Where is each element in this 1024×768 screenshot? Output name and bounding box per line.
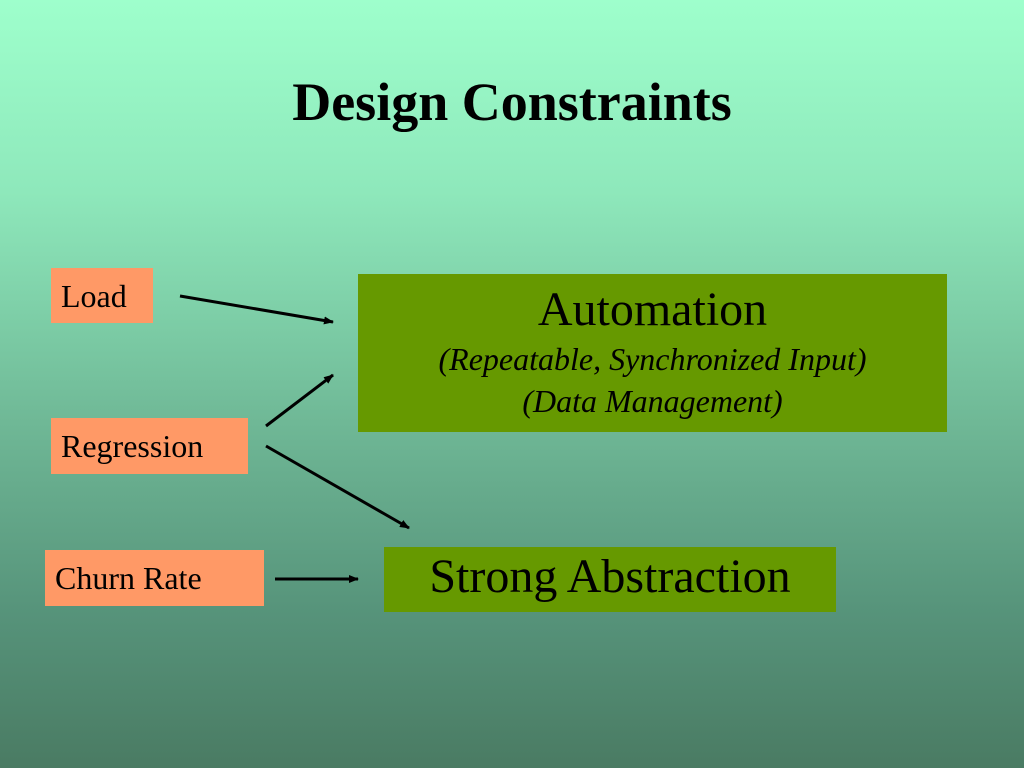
arrow-regression-to-abstraction xyxy=(265,444,410,530)
automation-title: Automation xyxy=(537,283,768,336)
churn-rate-box: Churn Rate xyxy=(45,550,264,606)
regression-box: Regression xyxy=(51,418,248,474)
automation-box: Automation (Repeatable, Synchronized Inp… xyxy=(358,274,947,432)
arrow-load-to-automation xyxy=(179,294,334,325)
churn-rate-label: Churn Rate xyxy=(55,560,202,596)
strong-abstraction-title: Strong Abstraction xyxy=(429,550,791,603)
slide-title: Design Constraints xyxy=(292,72,732,132)
regression-label: Regression xyxy=(61,428,204,464)
strong-abstraction-box: Strong Abstraction xyxy=(384,547,836,612)
automation-detail-2: (Data Management) xyxy=(522,383,783,419)
automation-detail-1: (Repeatable, Synchronized Input) xyxy=(438,341,867,377)
arrow-regression-to-automation xyxy=(265,373,334,428)
load-label: Load xyxy=(61,277,127,314)
load-box: Load xyxy=(51,268,153,323)
